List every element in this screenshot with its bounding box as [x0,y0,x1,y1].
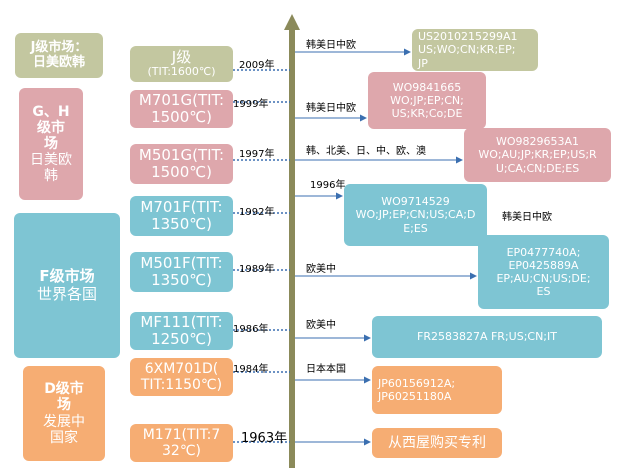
category-d-line4: 国家 [50,429,78,446]
year-label-1989: 1989年 [239,264,275,275]
patent-box-ep0477740: EP0477740A; EP0425889A EP;AU;CN;US;DE; E… [478,235,609,309]
model-m701g: M701G(TIT: 1500℃) [130,90,233,128]
model-6xm701d-line2: TIT:1150℃) [140,377,223,393]
region-label-1997: 韩、北美、日、中、欧、澳 [306,146,426,157]
region-label-1984: 日本本国 [306,364,346,375]
category-d-line1: D级市 [44,381,84,398]
year-label-1999: 1999年 [233,99,269,110]
patent-jp60156912-line1: JP60156912A; [378,376,456,390]
patent-wo9841665-line3: US;KR;Co;DE [391,107,463,121]
category-j-line2: 日美欧韩 [32,54,85,70]
region-label-1992: 韩美日中欧 [502,212,552,223]
patent-wo9714529-line1: WO9714529 [381,195,450,209]
category-f-line1: F级市场 [39,267,95,286]
category-f-market: F级市场 世界各国 [14,213,120,358]
year-label-2009: 2009年 [239,60,275,71]
patent-wo9829653-line3: U;CA;CN;DE;ES [495,161,580,175]
model-j: J级 (TIT:1600℃) [130,46,233,82]
model-mf111-line2: 1250℃) [151,330,212,348]
model-m501f-line2: 1350℃) [151,271,212,289]
category-gh-line2: 级市 [37,119,65,136]
patent-box-fr2583827: FR2583827A FR;US;CN;IT [372,316,602,358]
patent-ep0477740-line2: EP0425889A [508,258,579,272]
year-label-1996: 1996年 [310,180,346,191]
patent-jp60156912-line2: JP60251180A [378,390,452,403]
patent-wo9841665-line1: WO9841665 [392,80,462,94]
model-m171-line1: M171(TIT:7 [142,426,221,443]
category-gh-market: G、H 级市 场 日美欧 韩 [19,88,83,200]
category-d-line2: 场 [57,397,71,414]
patent-westinghouse-text: 从西屋购买专利 [388,434,486,451]
timeline-arrowhead [284,14,300,30]
model-m701g-line1: M701G(TIT: [138,90,225,109]
patent-wo9714529-line2: WO;JP;EP;CN;US;CA;D [355,208,476,222]
category-gh-line4: 日美欧 [30,152,72,169]
model-m171-line2: 32℃) [162,443,201,459]
model-j-tit: (TIT:1600℃) [147,65,216,79]
year-label-1992: 1992年 [239,207,275,218]
model-m501g-line1: M501G(TIT: [138,145,225,164]
category-d-market: D级市 场 发展中 国家 [23,366,105,461]
patent-box-wo9714529: WO9714529 WO;JP;EP;CN;US;CA;D E;ES [344,184,487,246]
year-label-1984: 1984年 [233,364,269,375]
region-label-2009: 韩美日中欧 [306,40,356,51]
model-m701f-line1: M701F(TIT: [140,197,223,216]
model-m501g: M501G(TIT: 1500℃) [130,144,233,184]
model-mf111: MF111(TIT: 1250℃) [130,312,233,350]
patent-us2010-line1: US2010215299A1 [418,30,518,44]
model-m701g-line2: 1500℃) [151,108,212,126]
category-d-line3: 发展中 [43,413,85,430]
region-label-1989: 欧美中 [306,264,336,275]
model-m501g-line2: 1500℃) [151,163,212,181]
patent-fr2583827-line1: FR2583827A FR;US;CN;IT [417,330,557,344]
model-6xm701d-line1: 6XM701D( [144,360,219,377]
category-j-line1: J级市场： [30,39,88,55]
region-label-1999: 韩美日中欧 [306,103,356,114]
model-j-name: J级 [171,48,192,67]
model-m701f-line2: 1350℃) [151,215,212,233]
category-gh-line5: 韩 [44,168,58,185]
patent-wo9841665-line2: WO;JP;EP;CN; [390,93,464,107]
year-label-1997: 1997年 [239,149,275,160]
year-label-1963: 1963年 [241,431,288,446]
model-mf111-line1: MF111(TIT: [140,312,223,331]
patent-box-westinghouse: 从西屋购买专利 [372,428,502,458]
model-m501f: M501F(TIT: 1350℃) [130,252,233,292]
category-f-line2: 世界各国 [36,284,97,303]
patent-ep0477740-line3: EP;AU;CN;US;DE; [496,272,591,285]
category-gh-line1: G、H [32,103,70,120]
patent-box-jp60156912: JP60156912A; JP60251180A [372,366,502,414]
model-6xm701d: 6XM701D( TIT:1150℃) [130,358,233,396]
patent-us2010-line2: US;WO;CN;KR;EP; [418,43,516,57]
category-j-market: J级市场： 日美欧韩 [15,33,103,78]
patent-box-wo9841665: WO9841665 WO;JP;EP;CN; US;KR;Co;DE [368,72,486,129]
category-gh-line3: 场 [44,135,58,152]
patent-ep0477740-line1: EP0477740A; [506,245,581,259]
patent-wo9829653-line1: WO9829653A1 [495,135,580,149]
patent-wo9829653-line2: WO;AU;JP;KR;EP;US;R [478,148,597,162]
year-label-1986: 1986年 [233,324,269,335]
patent-box-wo9829653: WO9829653A1 WO;AU;JP;KR;EP;US;R U;CA;CN;… [464,128,611,182]
patent-box-us2010215299: US2010215299A1 US;WO;CN;KR;EP; JP [412,29,538,71]
model-m171: M171(TIT:7 32℃) [130,424,233,462]
patent-us2010-line3: JP [418,56,428,70]
model-m501f-line1: M501F(TIT: [140,253,223,272]
model-m701f: M701F(TIT: 1350℃) [130,196,233,236]
patent-ep0477740-line4: ES [536,285,551,299]
region-label-1986: 欧美中 [306,320,336,331]
patent-wo9714529-line3: E;ES [403,221,428,235]
